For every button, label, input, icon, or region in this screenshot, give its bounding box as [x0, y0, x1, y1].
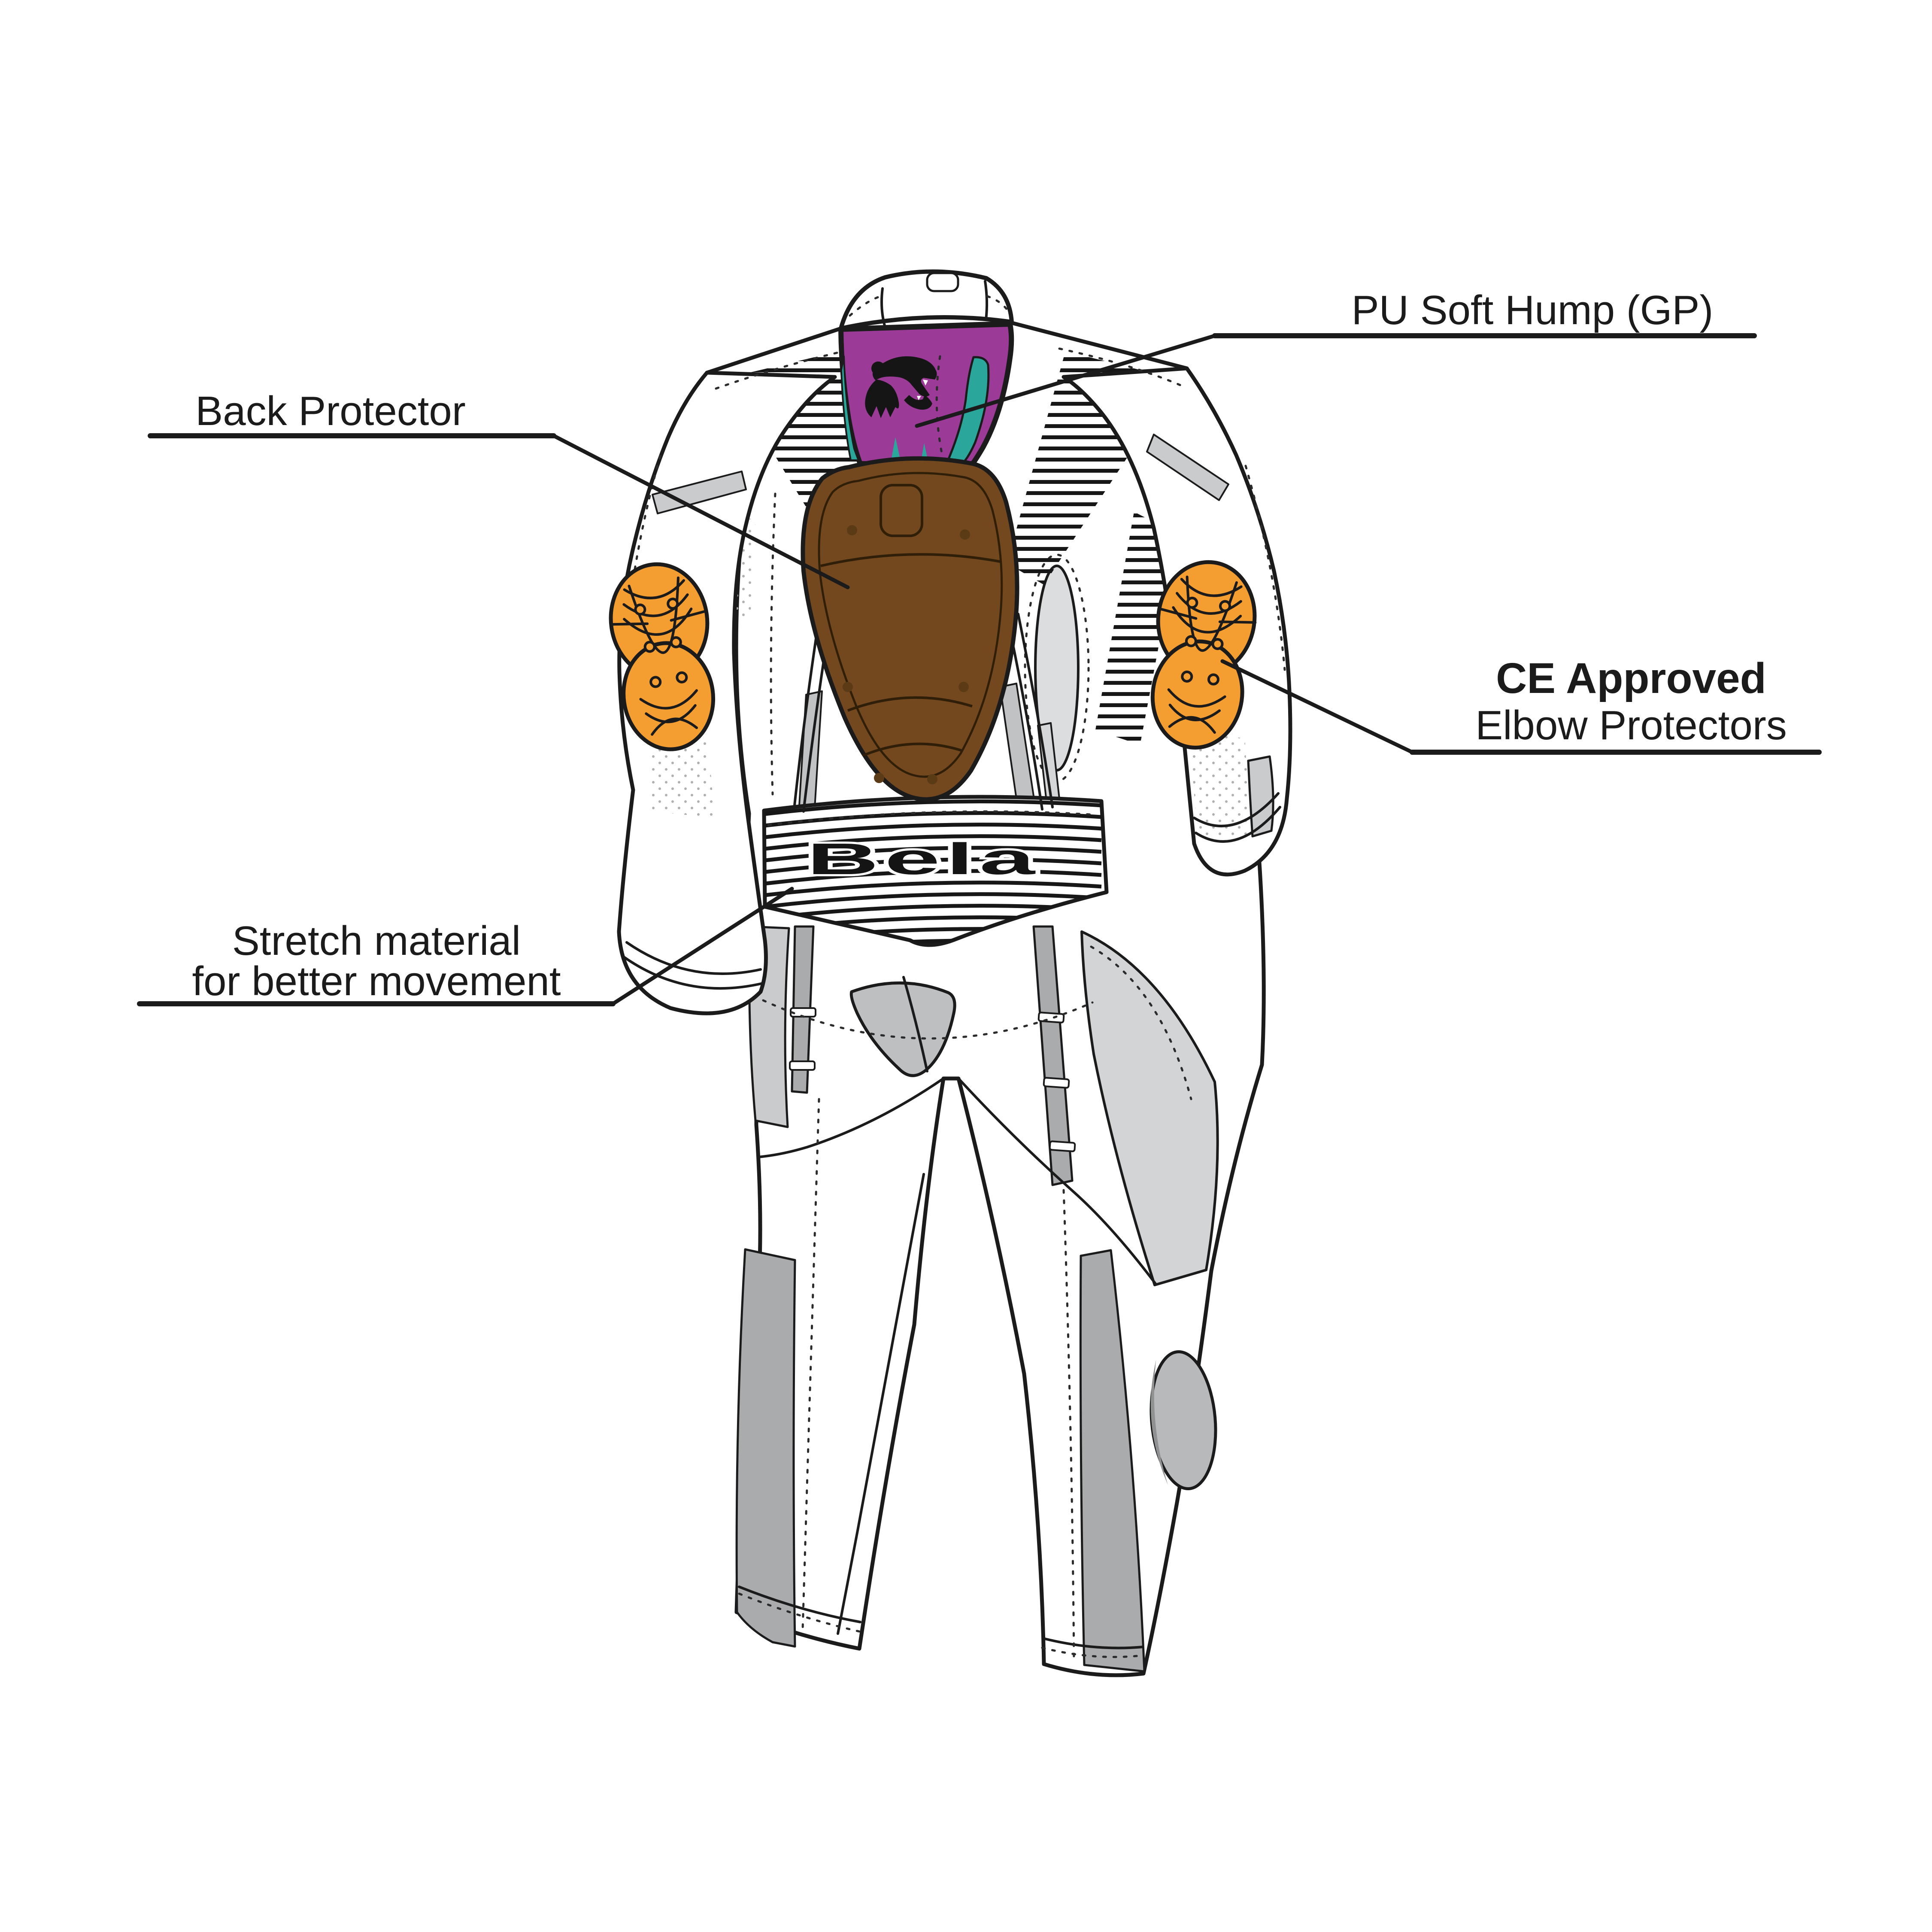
side-stretch-sash-right [1095, 512, 1180, 745]
waist-stretch-band: Bela [762, 795, 1109, 947]
callout-stretch-material: Stretch material for better movement [137, 887, 794, 1006]
callout-label: Stretch material [232, 918, 521, 964]
suspender-strip-right [1032, 925, 1074, 1186]
seat-patch [849, 976, 956, 1077]
callout-label: PU Soft Hump (GP) [1352, 287, 1714, 333]
perforated-panel [1189, 730, 1251, 837]
callout-pu-hump: PU Soft Hump (GP) [915, 287, 1757, 428]
callout-pointer-line [915, 334, 1217, 428]
callout-label: for better movement [192, 958, 561, 1004]
hip-panel-right [1080, 930, 1219, 1286]
callout-label-bold: CE Approved [1496, 654, 1766, 702]
bear-logo [865, 356, 937, 418]
callout-back-protector: Back Protector [148, 388, 850, 589]
suit-illustration: Bela [609, 269, 1292, 1677]
callout-pointer-line [611, 887, 794, 1006]
callout-label: Back Protector [195, 388, 466, 434]
callout-pointer-line [552, 434, 850, 589]
callout-label: Elbow Protectors [1475, 702, 1787, 748]
callout-pointer-line [1220, 659, 1414, 754]
knee-slider [1149, 1350, 1217, 1491]
elbow-protector-left [609, 562, 716, 751]
bela-logo: Bela [807, 834, 1041, 884]
pu-soft-hump [838, 322, 1014, 466]
back-protector-pad [801, 456, 1019, 802]
elbow-protector-right [1150, 560, 1257, 750]
leg-panels [735, 925, 1219, 1673]
collar-hanger-loop [926, 272, 959, 292]
callout-elbow-protectors: CE Approved Elbow Protectors [1220, 654, 1822, 755]
protector-rivets [843, 525, 970, 784]
collar [839, 269, 1014, 331]
